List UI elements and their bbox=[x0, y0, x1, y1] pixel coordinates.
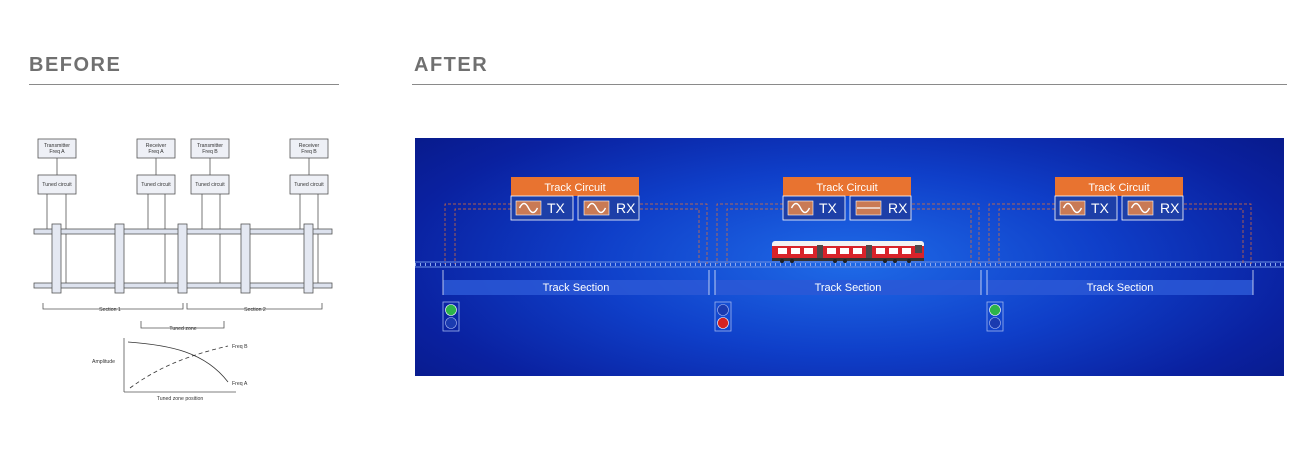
circuit-wiring bbox=[988, 203, 1252, 264]
freq-b-curve-label: Freq B bbox=[232, 344, 248, 350]
tx-label: TX bbox=[547, 200, 566, 216]
tuned-circuit-label: Tuned circuit bbox=[195, 182, 225, 188]
before-heading: BEFORE bbox=[29, 54, 122, 76]
signal-green-lamp bbox=[445, 304, 457, 316]
receiver-b-label-line2: Freq B bbox=[301, 149, 317, 155]
rx-label: RX bbox=[616, 200, 636, 216]
signal-red-lamp bbox=[717, 317, 729, 329]
track-section-label: Track Section bbox=[543, 282, 610, 294]
circuit-wiring bbox=[444, 203, 708, 264]
receiver-a-label-line1: Receiver bbox=[146, 143, 167, 149]
transmitter-b-label-line1: Transmitter bbox=[197, 143, 223, 149]
tx-box bbox=[510, 195, 574, 221]
tuned-circuit-label: Tuned circuit bbox=[141, 182, 171, 188]
before-diagram: Transmitter Freq A Receiver Freq A Trans… bbox=[33, 138, 333, 402]
signal-light bbox=[442, 301, 460, 332]
after-heading: AFTER bbox=[414, 54, 489, 76]
signal-light bbox=[986, 301, 1004, 332]
freq-a-curve-label: Freq A bbox=[232, 381, 248, 387]
rx-label: RX bbox=[1160, 200, 1180, 216]
track-circuit-header bbox=[783, 177, 911, 196]
track-section-label: Track Section bbox=[815, 282, 882, 294]
tuned-circuit-label: Tuned circuit bbox=[294, 182, 324, 188]
receiver-a-label-line2: Freq A bbox=[148, 149, 164, 155]
track-section-bar bbox=[715, 280, 981, 295]
after-divider bbox=[412, 84, 1287, 85]
track-circuit-3: Track Circuit TX RX Track Section bbox=[986, 177, 1254, 332]
circuit-wiring bbox=[716, 203, 980, 264]
after-diagram: Track Circuit TX RX Track Section bbox=[415, 138, 1284, 376]
train-icon bbox=[772, 241, 924, 263]
track-circuit-header bbox=[1055, 177, 1183, 196]
receiver-b-label-line1: Receiver bbox=[299, 143, 320, 149]
signal-off-lamp bbox=[445, 317, 457, 329]
track-section-label: Track Section bbox=[1087, 282, 1154, 294]
before-divider bbox=[29, 84, 339, 85]
graph-xlabel: Tuned zone position bbox=[157, 396, 204, 402]
section-1-label: Section 1 bbox=[99, 307, 121, 313]
track-circuit-label: Track Circuit bbox=[544, 182, 605, 194]
track-section-bar bbox=[987, 280, 1253, 295]
signal-light bbox=[714, 301, 732, 332]
rx-label: RX bbox=[888, 200, 908, 216]
transmitter-a-label-line1: Transmitter bbox=[44, 143, 70, 149]
tuned-zone-label: Tuned zone bbox=[169, 326, 196, 332]
signal-off-lamp bbox=[717, 304, 729, 316]
track-circuit-label: Track Circuit bbox=[1088, 182, 1149, 194]
rail-track bbox=[415, 261, 1284, 268]
signal-off-lamp bbox=[989, 317, 1001, 329]
transmitter-b-label-line2: Freq B bbox=[202, 149, 218, 155]
track-circuit-2: Track Circuit TX RX Track Section bbox=[714, 177, 982, 332]
graph-ylabel: Amplitude bbox=[92, 359, 115, 365]
track-section-bar bbox=[443, 280, 709, 295]
track-circuit-header bbox=[511, 177, 639, 196]
tuned-circuit-label: Tuned circuit bbox=[42, 182, 72, 188]
track-circuit-label: Track Circuit bbox=[816, 182, 877, 194]
transmitter-a-label-line2: Freq A bbox=[49, 149, 65, 155]
tx-label: TX bbox=[819, 200, 838, 216]
tx-label: TX bbox=[1091, 200, 1110, 216]
signal-green-lamp bbox=[989, 304, 1001, 316]
section-2-label: Section 2 bbox=[244, 307, 266, 313]
track-circuit-1: Track Circuit TX RX Track Section bbox=[442, 177, 710, 332]
